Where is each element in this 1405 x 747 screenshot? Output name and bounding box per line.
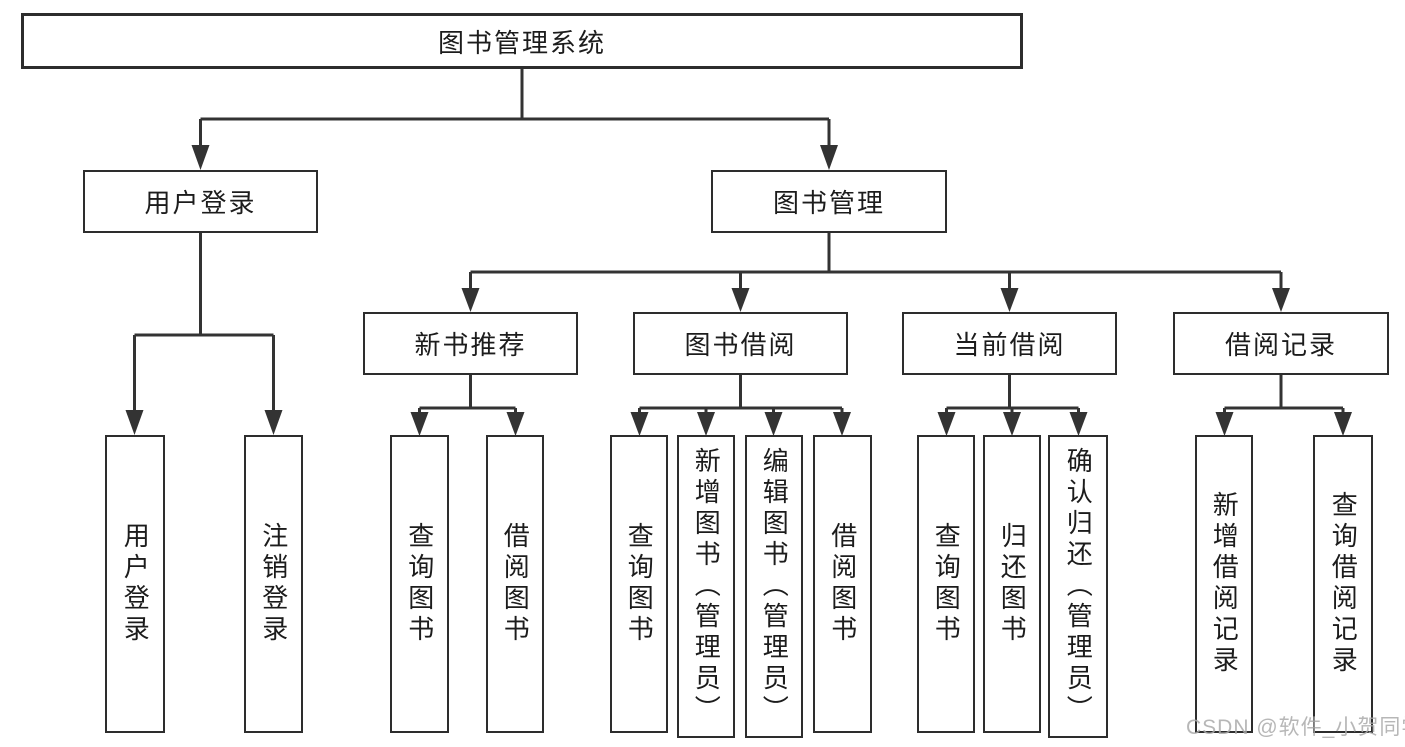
leaf-current-query-books: 查询图书 <box>917 435 975 733</box>
leaf-return-books: 归还图书 <box>983 435 1041 733</box>
node-user-login: 用户登录 <box>83 170 318 233</box>
leaf-confirm-return-admin: 确认归还（管理员） <box>1048 435 1108 738</box>
csdn-watermark: CSDN @软件_小贺同学 <box>1186 716 1405 739</box>
node-book-borrow: 图书借阅 <box>633 312 848 375</box>
leaf-borrow-books: 借阅图书 <box>813 435 872 733</box>
node-current-borrow: 当前借阅 <box>902 312 1117 375</box>
leaf-logout: 注销登录 <box>244 435 303 733</box>
leaf-add-books-admin: 新增图书（管理员） <box>677 435 735 738</box>
leaf-borrow-query-books: 查询图书 <box>610 435 668 733</box>
leaf-recommend-query-books: 查询图书 <box>390 435 449 733</box>
leaf-recommend-borrow-books: 借阅图书 <box>486 435 544 733</box>
leaf-edit-books-admin: 编辑图书（管理员） <box>745 435 803 738</box>
root-node-library-system: 图书管理系统 <box>21 13 1023 69</box>
leaf-user-login: 用户登录 <box>105 435 165 733</box>
node-new-book-recommend: 新书推荐 <box>363 312 578 375</box>
leaf-query-borrow-record: 查询借阅记录 <box>1313 435 1373 733</box>
leaf-add-borrow-record: 新增借阅记录 <box>1195 435 1253 733</box>
node-book-management: 图书管理 <box>711 170 947 233</box>
node-borrow-records: 借阅记录 <box>1173 312 1389 375</box>
